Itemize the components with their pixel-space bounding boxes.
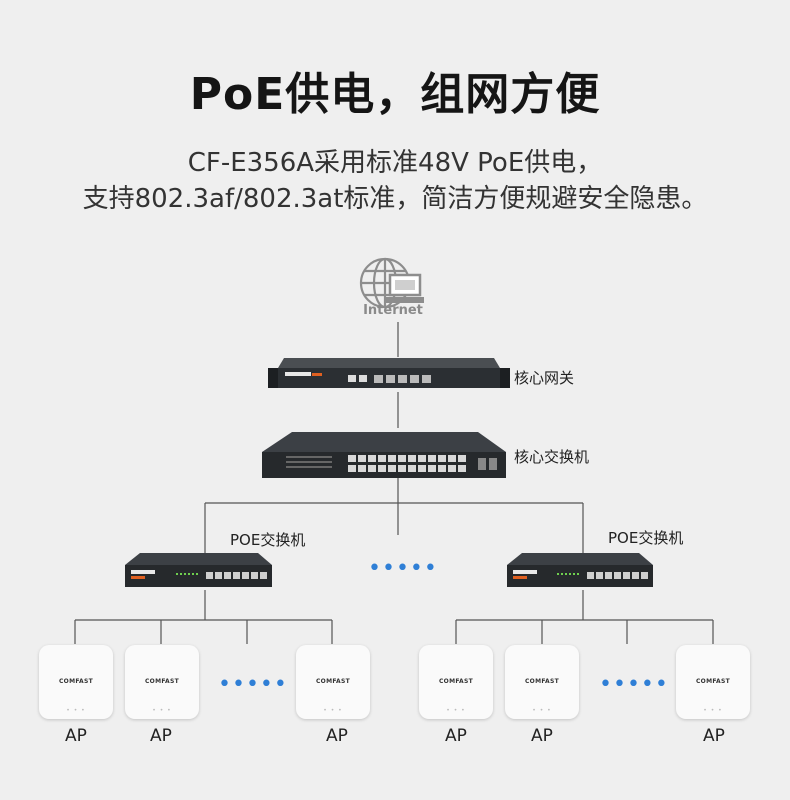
ap-brand-logo: COMFAST: [296, 678, 370, 685]
access-point-device: COMFAST • • •: [296, 645, 370, 719]
internet-label: Internet: [358, 303, 428, 318]
ellipsis-dots-left: •••••: [218, 672, 288, 697]
ap-led-indicators: • • •: [505, 707, 579, 714]
core-gateway-device: [268, 358, 510, 388]
access-point-device: COMFAST • • •: [676, 645, 750, 719]
ap-led-indicators: • • •: [419, 707, 493, 714]
gateway-label: 核心网关: [514, 367, 574, 388]
ap-led-indicators: • • •: [39, 707, 113, 714]
ap-brand-logo: COMFAST: [39, 678, 113, 685]
ap-led-indicators: • • •: [676, 707, 750, 714]
ap-label: AP: [131, 726, 191, 746]
computer-icon: [386, 275, 424, 303]
ap-led-indicators: • • •: [125, 707, 199, 714]
ap-label: AP: [426, 726, 486, 746]
ap-label: AP: [684, 726, 744, 746]
access-point-device: COMFAST • • •: [125, 645, 199, 719]
ap-label: AP: [307, 726, 367, 746]
poe-switch-left-device: [125, 553, 272, 587]
ap-brand-logo: COMFAST: [505, 678, 579, 685]
ap-label: AP: [512, 726, 572, 746]
core-switch-device: [262, 432, 506, 478]
poe-switch-right-label: POE交换机: [608, 527, 683, 548]
access-point-device: COMFAST • • •: [505, 645, 579, 719]
core-switch-label: 核心交换机: [514, 446, 589, 467]
poe-switch-left-label: POE交换机: [230, 529, 305, 550]
ellipsis-dots-right: •••••: [599, 672, 669, 697]
ap-brand-logo: COMFAST: [676, 678, 750, 685]
ellipsis-dots-middle: •••••: [368, 556, 438, 581]
ap-led-indicators: • • •: [296, 707, 370, 714]
ap-brand-logo: COMFAST: [125, 678, 199, 685]
ap-label: AP: [46, 726, 106, 746]
ap-brand-logo: COMFAST: [419, 678, 493, 685]
poe-switch-right-device: [507, 553, 653, 587]
access-point-device: COMFAST • • •: [39, 645, 113, 719]
access-point-device: COMFAST • • •: [419, 645, 493, 719]
